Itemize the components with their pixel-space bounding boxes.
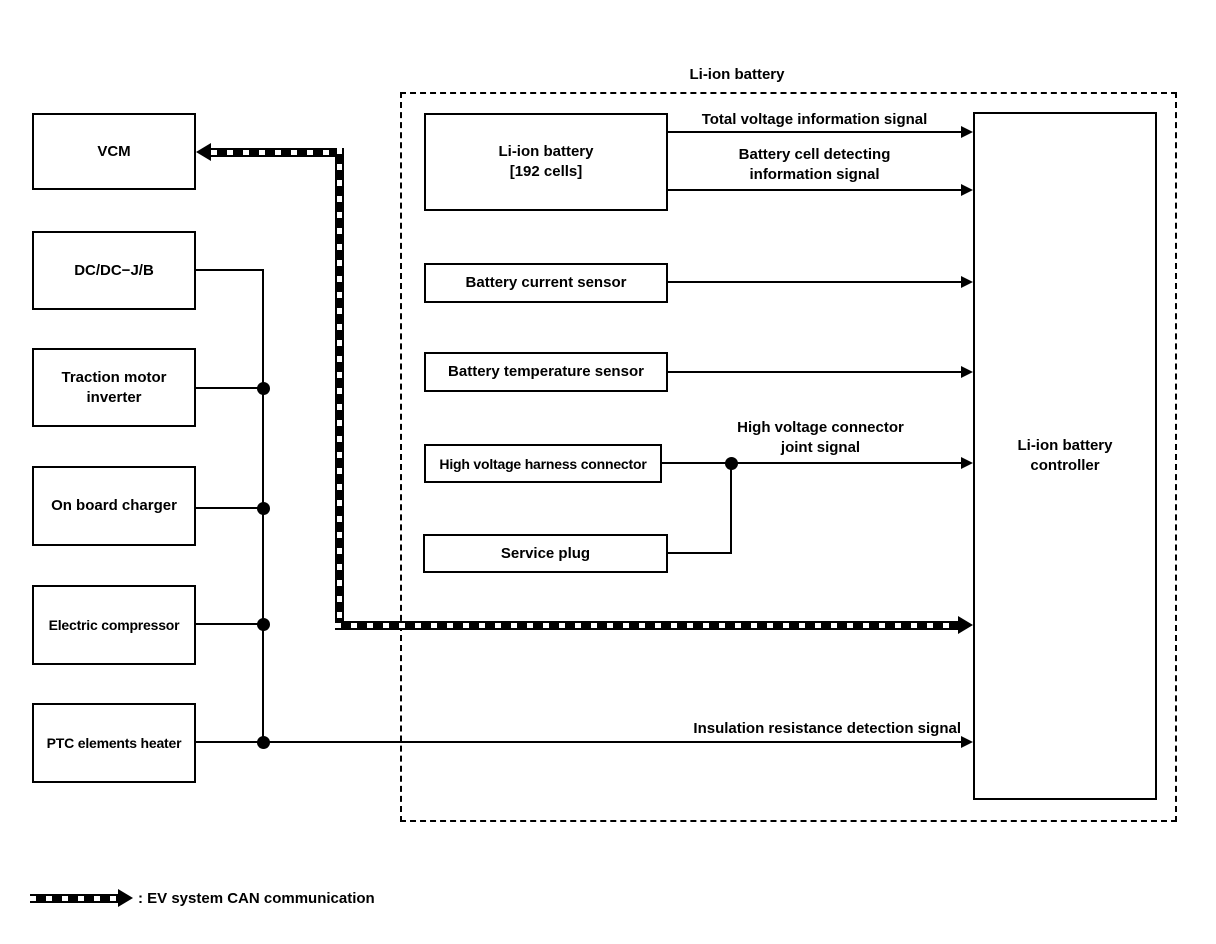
battery-temperature-arrowhead-icon bbox=[961, 366, 973, 378]
can-dash-pattern bbox=[335, 623, 958, 628]
box-battery-current-sensor: Battery current sensor bbox=[424, 263, 668, 303]
label-battery-cell-signal: Battery cell detecting information signa… bbox=[668, 145, 961, 185]
legend-can-label: : EV system CAN communication bbox=[138, 890, 375, 907]
line-insulation-resistance-signal bbox=[196, 741, 961, 743]
line-on-board-charger bbox=[196, 507, 264, 509]
box-controller-label-line1: Li-ion battery bbox=[1017, 437, 1113, 454]
line-service-plug-vertical bbox=[730, 463, 732, 554]
box-traction-motor-inverter: Traction motor inverter bbox=[32, 348, 196, 427]
li-ion-battery-group-title: Li-ion battery bbox=[689, 66, 785, 83]
can-line-vertical bbox=[335, 148, 344, 630]
can-dash-pattern bbox=[211, 150, 344, 155]
traction-junction-dot bbox=[257, 382, 270, 395]
label-total-voltage-signal: Total voltage information signal bbox=[701, 111, 928, 128]
can-dash-pattern bbox=[337, 148, 342, 630]
line-traction-inverter bbox=[196, 387, 264, 389]
box-dcdc-jb-label: DC/DC−J/B bbox=[74, 261, 154, 279]
legend-can-arrowhead-icon bbox=[118, 889, 133, 907]
compressor-junction-dot bbox=[257, 618, 270, 631]
label-hv-joint-signal: High voltage connector joint signal bbox=[703, 418, 938, 458]
line-hv-connector-joint-signal bbox=[662, 462, 961, 464]
box-service-plug-label: Service plug bbox=[500, 544, 591, 562]
box-ptc-elements-heater-label: PTC elements heater bbox=[46, 735, 182, 751]
box-li-ion-battery: Li-ion battery [192 cells] bbox=[424, 113, 668, 211]
box-battery-current-sensor-label: Battery current sensor bbox=[465, 274, 627, 291]
box-electric-compressor-label: Electric compressor bbox=[48, 617, 180, 633]
line-dcdc-jb bbox=[196, 269, 264, 271]
box-battery-temperature-sensor-label: Battery temperature sensor bbox=[448, 363, 644, 380]
line-electric-compressor bbox=[196, 623, 264, 625]
line-service-plug-horizontal bbox=[668, 552, 732, 554]
box-li-ion-battery-label-line2: [192 cells] bbox=[509, 163, 583, 180]
insulation-arrowhead-icon bbox=[961, 736, 973, 748]
legend-can-line-sample bbox=[30, 894, 118, 903]
label-battery-cell-line1: Battery cell detecting bbox=[738, 146, 891, 163]
can-arrowhead-to-vcm-icon bbox=[196, 143, 211, 161]
box-controller-label-line2: controller bbox=[1030, 457, 1100, 474]
box-dcdc-jb: DC/DC−J/B bbox=[32, 231, 196, 310]
hv-joint-arrowhead-icon bbox=[961, 457, 973, 469]
box-li-ion-battery-label-line1: Li-ion battery bbox=[498, 143, 594, 160]
charger-junction-dot bbox=[257, 502, 270, 515]
box-vcm-label: VCM bbox=[97, 142, 131, 160]
line-battery-cell-signal bbox=[668, 189, 961, 191]
box-electric-compressor: Electric compressor bbox=[32, 585, 196, 665]
label-hv-joint-line2: joint signal bbox=[780, 439, 861, 456]
can-line-top-horizontal bbox=[211, 148, 344, 157]
box-ptc-elements-heater: PTC elements heater bbox=[32, 703, 196, 783]
line-battery-temperature-sensor bbox=[668, 371, 961, 373]
can-arrowhead-to-controller-icon bbox=[958, 616, 973, 634]
ptc-junction-dot bbox=[257, 736, 270, 749]
label-battery-cell-line2: information signal bbox=[749, 166, 880, 183]
battery-current-arrowhead-icon bbox=[961, 276, 973, 288]
box-on-board-charger-label: On board charger bbox=[51, 497, 177, 514]
total-voltage-arrowhead-icon bbox=[961, 126, 973, 138]
line-total-voltage-signal bbox=[668, 131, 961, 133]
can-dash-pattern bbox=[30, 896, 118, 901]
box-on-board-charger: On board charger bbox=[32, 466, 196, 546]
label-hv-joint-line1: High voltage connector bbox=[737, 419, 904, 436]
box-service-plug: Service plug bbox=[423, 534, 668, 573]
label-insulation-signal: Insulation resistance detection signal bbox=[693, 720, 961, 737]
li-ion-battery-group-outline bbox=[400, 92, 1177, 822]
can-line-bottom-horizontal bbox=[335, 621, 958, 630]
box-traction-label-line2: inverter bbox=[86, 388, 142, 406]
box-traction-label-line1: Traction motor bbox=[61, 368, 167, 386]
box-vcm: VCM bbox=[32, 113, 196, 190]
box-high-voltage-harness-connector-label: High voltage harness connector bbox=[439, 455, 647, 472]
hv-joint-junction-dot bbox=[725, 457, 738, 470]
box-li-ion-battery-controller: Li-ion battery controller bbox=[973, 112, 1157, 800]
box-battery-temperature-sensor: Battery temperature sensor bbox=[424, 352, 668, 392]
battery-cell-arrowhead-icon bbox=[961, 184, 973, 196]
line-battery-current-sensor bbox=[668, 281, 961, 283]
box-high-voltage-harness-connector: High voltage harness connector bbox=[424, 444, 662, 483]
